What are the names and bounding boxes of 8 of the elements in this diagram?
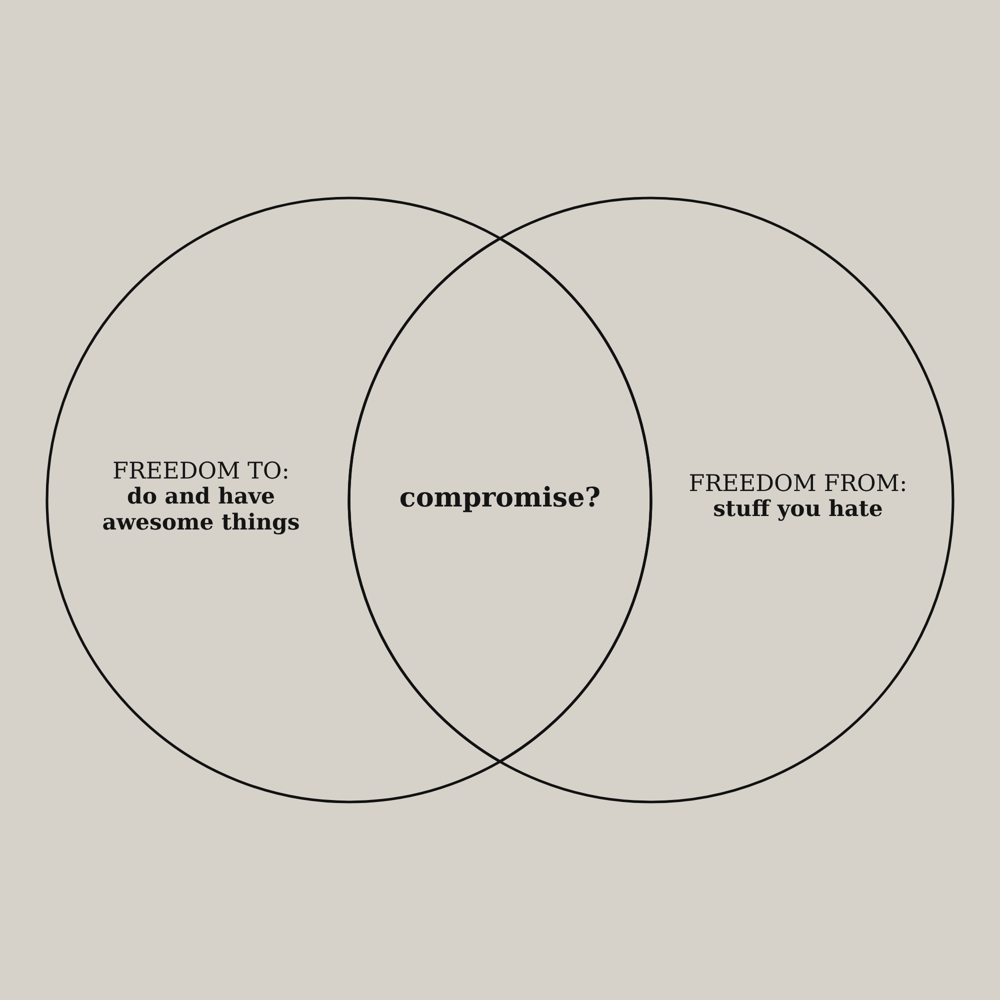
left-circle <box>45 196 653 804</box>
right-circle <box>347 196 955 804</box>
overlap-region <box>347 236 653 764</box>
circle-description: stuff you hate <box>713 498 883 523</box>
overlap-label: compromise? <box>399 482 601 514</box>
circle-description: do and have awesome things <box>101 484 301 536</box>
circle-heading: FREEDOM TO: <box>112 458 290 485</box>
circle-heading: FREEDOM FROM: <box>688 471 908 498</box>
